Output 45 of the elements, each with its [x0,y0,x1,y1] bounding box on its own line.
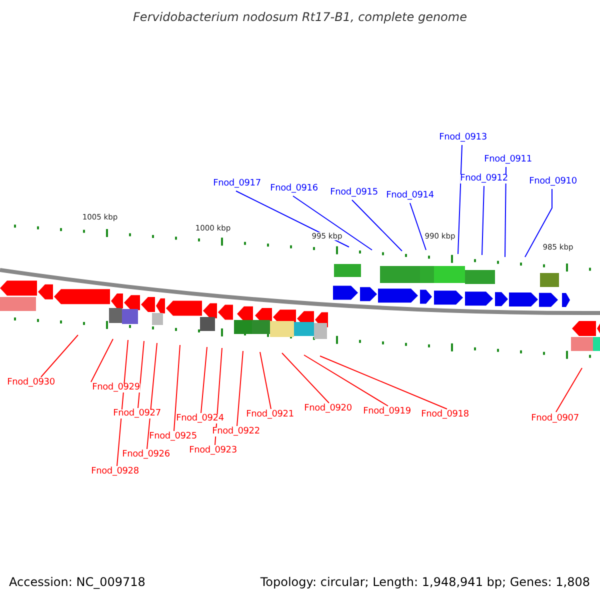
gene-label: Fnod_0911 [484,156,532,164]
leader-line [504,166,506,258]
leader-line [556,368,582,412]
gene-label: Fnod_0925 [149,432,197,442]
gene-label: Fnod_0922 [212,428,260,436]
leader-line [304,354,388,406]
gene-label: Fnod_0927 [113,410,161,418]
leader-line [116,340,128,466]
leader-line [236,350,244,426]
leader-line [320,356,448,410]
gene-label: Fnod_0930 [7,378,55,388]
gene-label: Fnod_0928 [91,468,139,476]
leader-line [200,346,208,414]
gene-label: Fnod_0915 [330,188,378,198]
leader-line [260,352,272,410]
title: Fervidobacterium nodosum Rt17-B1, complete genome [133,11,467,23]
leader-line [40,334,78,378]
gene-label: Fnod_0913 [439,134,487,142]
gene-label: Fnod_0921 [246,410,294,420]
leader-line [410,202,426,250]
gene-label: Fnod_0912 [460,174,508,184]
gene-label: Fnod_0924 [176,414,224,424]
gene-label: Fnod_0923 [189,446,237,456]
leader-line [174,344,180,432]
leader-line [292,196,372,250]
leader-line [90,338,114,382]
gene-label: Fnod_0907 [531,414,579,424]
leader-line [458,144,462,254]
gene-label: Fnod_0920 [304,404,352,414]
gene-label: Fnod_0917 [213,180,261,188]
leader-line [524,188,552,258]
leader-line [282,352,330,404]
gene-label: Fnod_0914 [386,192,434,200]
gene-label: Fnod_0916 [270,184,318,194]
gene-label: Fnod_0926 [122,450,170,460]
leader-line [352,200,402,252]
gene-label: Fnod_0919 [363,408,411,416]
leader-line [482,186,484,256]
footer-text: Topology: circular; Length: 1,948,941 bp; Genes: 1,808 [260,576,590,588]
gene-label: Fnod_0910 [529,178,577,186]
leader-line [146,342,158,450]
gene-label: Fnod_0918 [421,410,469,420]
gene-label: Fnod_0929 [92,384,140,392]
footer-text: Accession: NC_009718 [9,576,146,588]
leader-line [138,340,144,408]
